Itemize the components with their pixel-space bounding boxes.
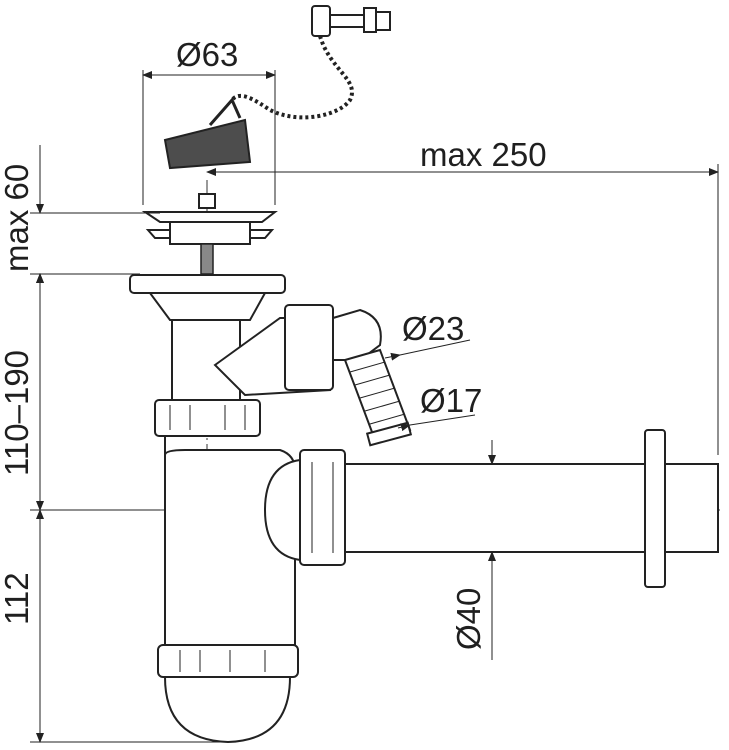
dim-stopper-diameter: Ø63 [176,36,238,73]
dim-pipe-diameter: Ø40 [450,588,487,650]
dim-lower-height: 112 [0,572,35,625]
dim-max-length: max 250 [420,136,547,173]
outlet-pipe [299,429,719,588]
dim-hose-outer: Ø23 [402,310,464,347]
dim-max-height: max 60 [0,164,35,272]
chain-stopper [163,5,391,170]
flange-and-tube [129,274,413,447]
strainer [141,193,278,275]
dim-height-range: 110–190 [0,350,35,476]
bottle-trap [157,436,301,744]
dim-hose-inner: Ø17 [420,382,482,419]
dimensions: Ø63 max 250 max 60 110–190 112 Ø23 Ø17 Ø… [0,36,719,743]
